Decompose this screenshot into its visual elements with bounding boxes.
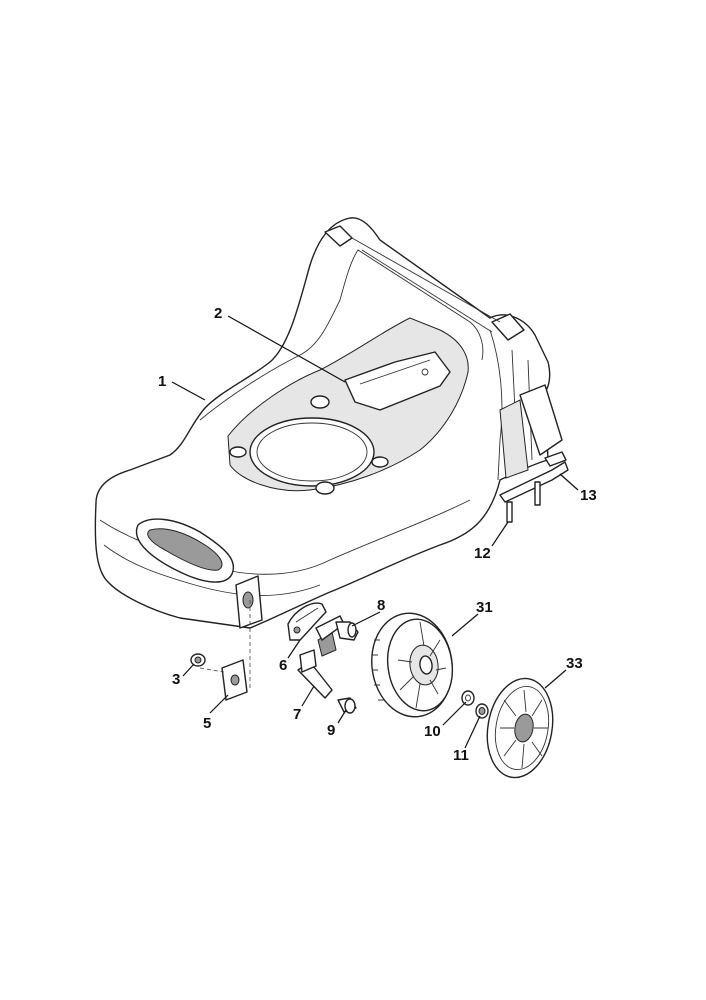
callout-1: 1 (158, 373, 166, 390)
callout-11: 11 (453, 747, 469, 764)
rear-bracket (499, 451, 569, 503)
screws-12 (506, 481, 541, 523)
callout-8: 8 (377, 597, 385, 614)
callout-7: 7 (293, 706, 301, 723)
wheel-31 (371, 612, 454, 718)
leader-lines (171, 315, 579, 749)
nut-3 (190, 653, 206, 667)
callout-5: 5 (203, 715, 211, 732)
nut-11 (475, 703, 489, 719)
mower-deck (94, 217, 563, 629)
callout-12: 12 (474, 545, 491, 562)
callout-3: 3 (172, 671, 180, 688)
motor-mount-plate (344, 351, 451, 411)
height-adjust-bracket-6 (287, 602, 327, 641)
callout-6: 6 (279, 657, 287, 674)
callout-labels: 1 2 3 5 6 7 8 9 10 11 12 13 31 33 (158, 305, 597, 764)
lever-7 (297, 631, 337, 699)
callout-13: 13 (580, 487, 597, 504)
callout-9: 9 (327, 722, 335, 739)
bolt-9 (337, 697, 357, 714)
plate-5 (221, 659, 248, 701)
callout-2: 2 (214, 305, 222, 322)
washer-10 (461, 690, 475, 706)
callout-31: 31 (476, 599, 493, 616)
callout-33: 33 (566, 655, 583, 672)
callout-10: 10 (424, 723, 441, 740)
hubcap-33 (486, 677, 554, 779)
axle-8 (335, 621, 359, 641)
